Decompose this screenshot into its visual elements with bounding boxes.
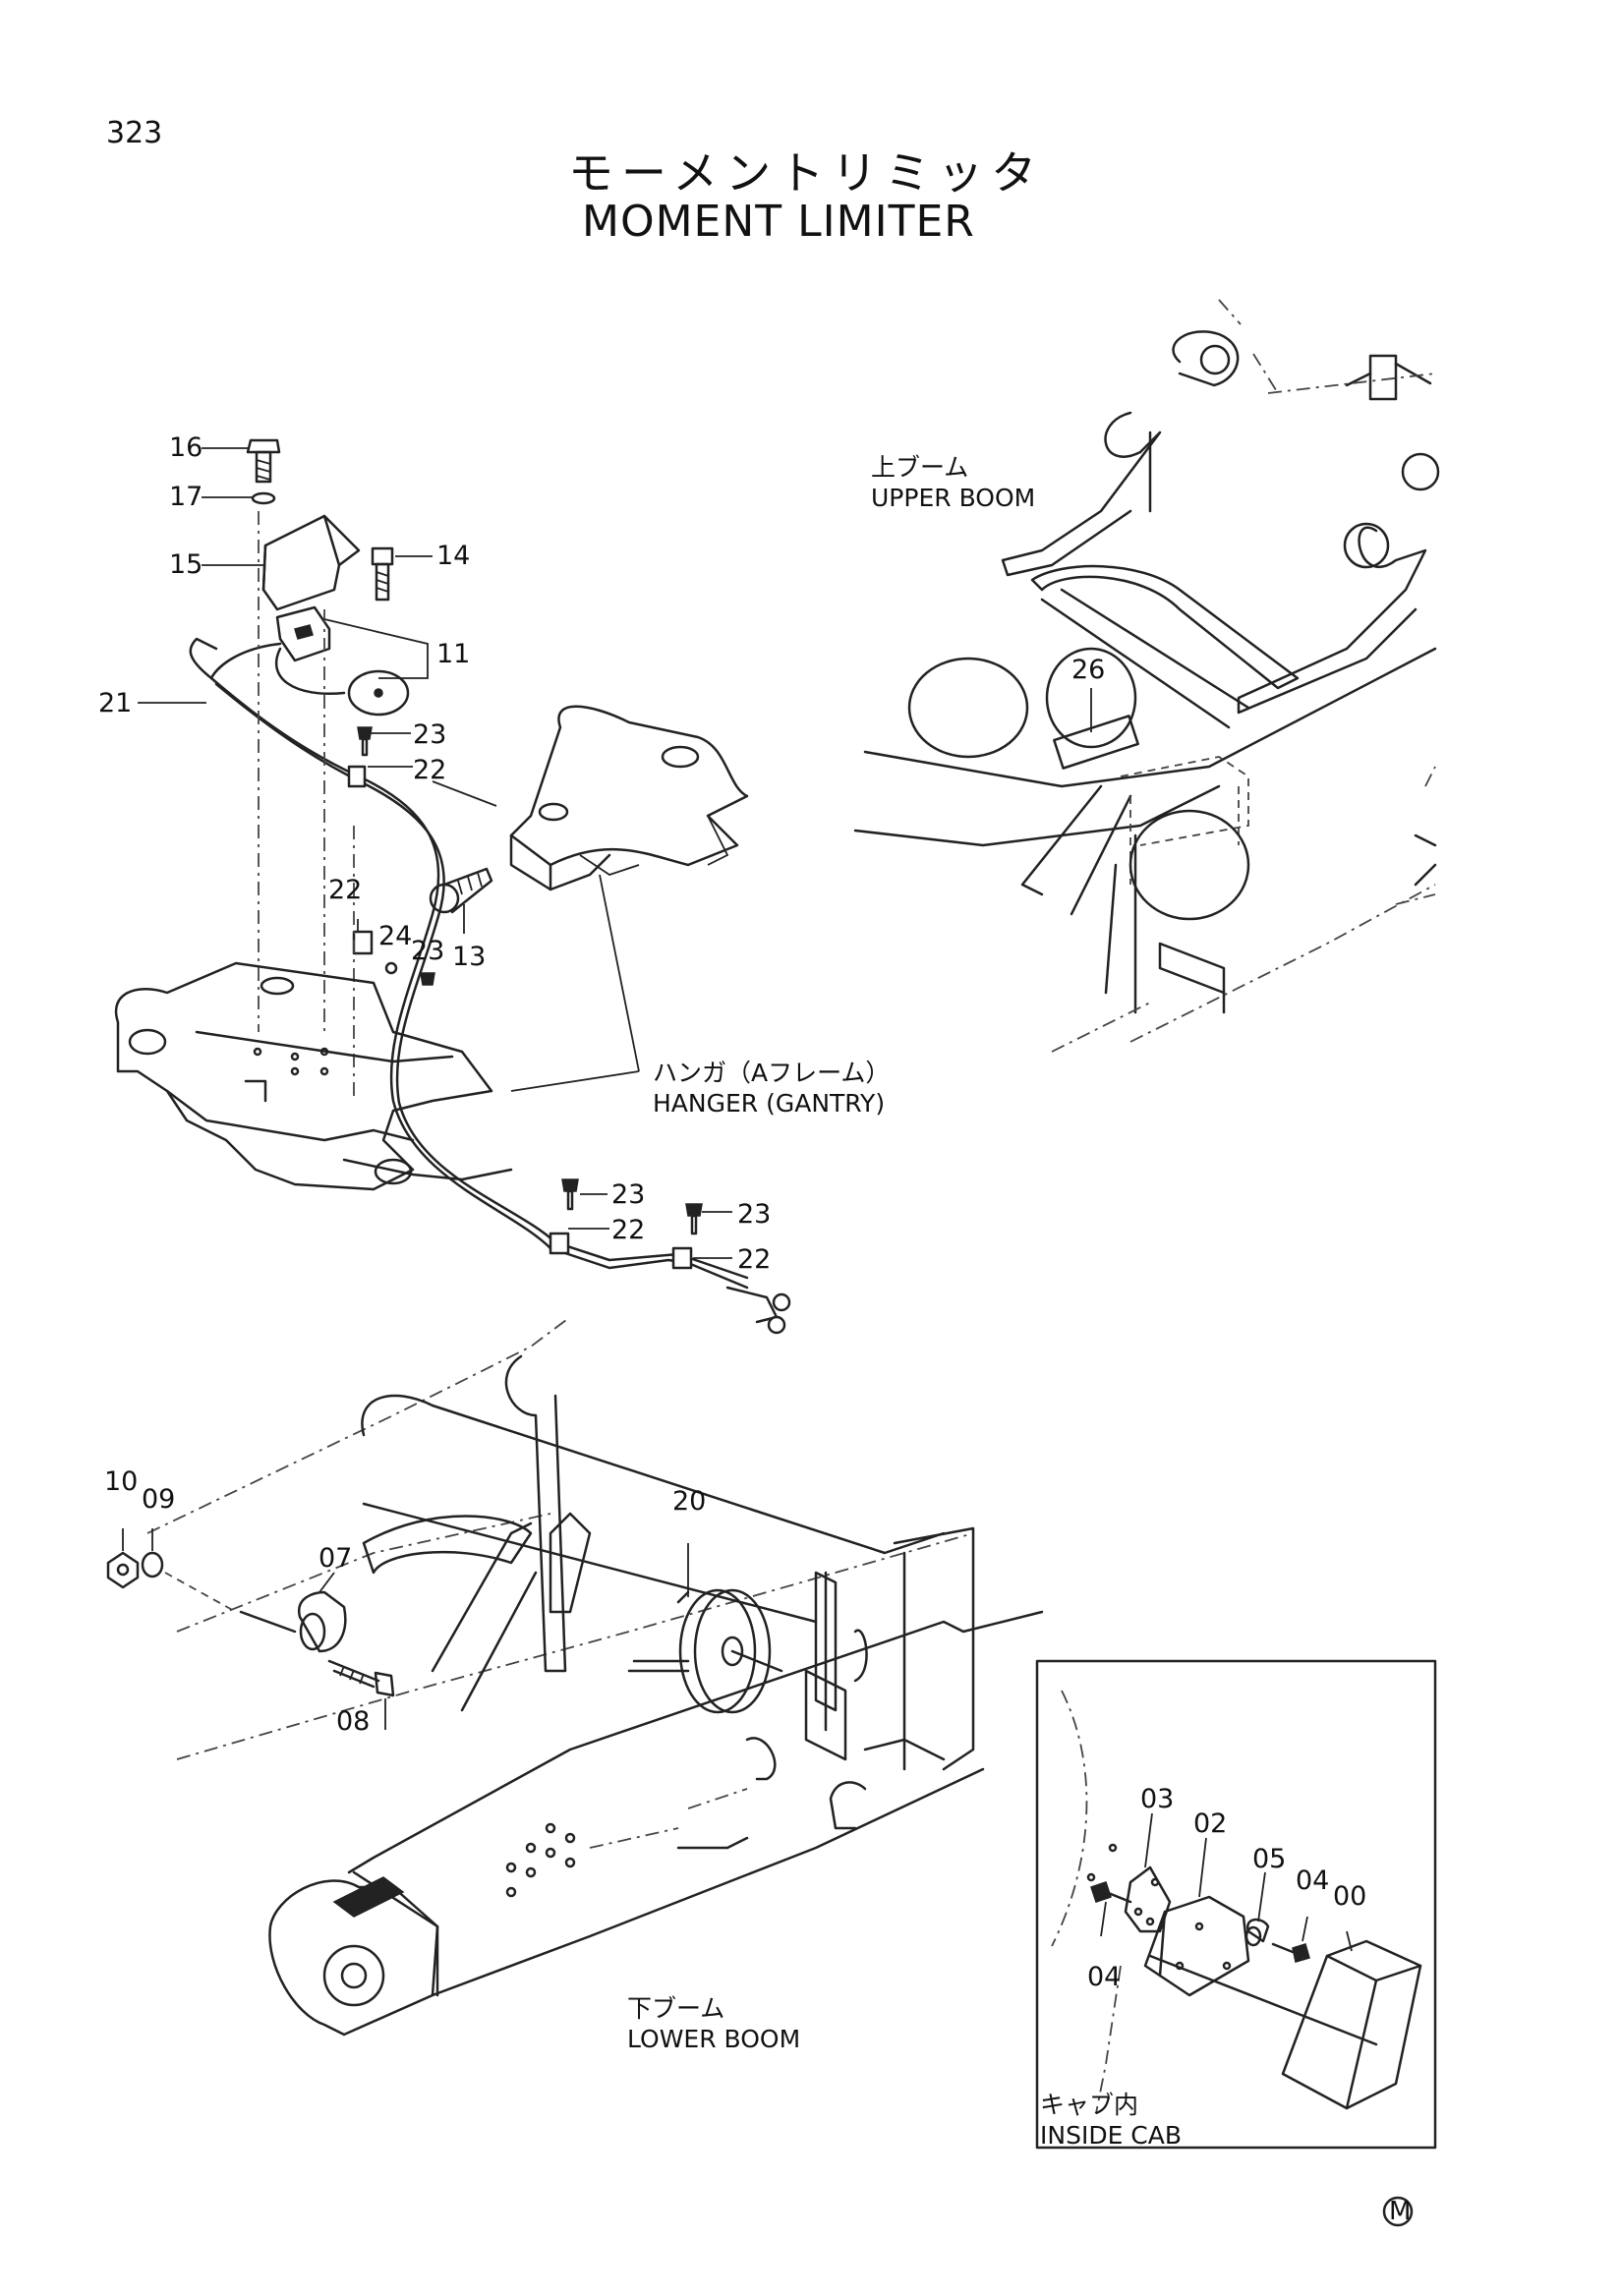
- hanger-label-jp: ハンガ（Aフレーム）: [653, 1059, 891, 1087]
- callout-03: 03: [1140, 1784, 1175, 1814]
- callout-00: 00: [1333, 1881, 1367, 1912]
- callout-07: 07: [318, 1543, 353, 1574]
- inside-cab-label-en: INSIDE CAB: [1040, 2121, 1183, 2150]
- callout-15: 15: [169, 549, 203, 580]
- upper-boom-label: 上ブーム UPPER BOOM: [871, 452, 1035, 513]
- callout-02: 02: [1193, 1808, 1228, 1839]
- callout-05: 05: [1252, 1844, 1287, 1874]
- inside-cab-label: キャブ内 INSIDE CAB: [1040, 2090, 1182, 2151]
- callout-22a: 22: [413, 755, 447, 785]
- callout-23a: 23: [413, 719, 447, 750]
- callout-22d: 22: [737, 1244, 772, 1275]
- lower-boom-label-en: LOWER BOOM: [627, 2025, 801, 2053]
- upper-boom-label-jp: 上ブーム: [871, 453, 969, 482]
- callout-08: 08: [336, 1706, 371, 1737]
- m-mark-circle: [1382, 2196, 1414, 2227]
- callout-24: 24: [378, 921, 413, 951]
- callout-26: 26: [1071, 655, 1106, 685]
- hanger-label: ハンガ（Aフレーム） HANGER (GANTRY): [653, 1058, 890, 1119]
- title-japanese: モーメントリミッタ: [568, 146, 1045, 200]
- callout-10: 10: [104, 1466, 139, 1497]
- callout-17: 17: [169, 482, 203, 512]
- callout-23d: 23: [737, 1199, 772, 1230]
- callout-22c: 22: [611, 1215, 646, 1245]
- callout-14: 14: [436, 541, 471, 571]
- callout-04a: 04: [1296, 1866, 1330, 1896]
- callout-23c: 23: [611, 1179, 646, 1210]
- callout-22b: 22: [328, 875, 363, 905]
- callout-21: 21: [98, 688, 133, 718]
- callout-13: 13: [452, 942, 487, 972]
- inside-cab-label-jp: キャブ内: [1040, 2091, 1139, 2119]
- callout-20: 20: [672, 1486, 707, 1517]
- callout-09: 09: [142, 1484, 176, 1515]
- title-english: MOMENT LIMITER: [582, 197, 975, 247]
- lower-boom-label: 下ブーム LOWER BOOM: [627, 1993, 800, 2054]
- lower-boom-drawing: [106, 1316, 1044, 2037]
- callout-23b: 23: [411, 936, 445, 966]
- callout-11: 11: [436, 639, 471, 669]
- hanger-drawing: [114, 438, 791, 1335]
- upper-boom-label-en: UPPER BOOM: [871, 484, 1036, 512]
- hanger-label-en: HANGER (GANTRY): [653, 1089, 886, 1118]
- page-number: 323: [106, 116, 163, 150]
- m-mark: M: [1389, 2197, 1412, 2226]
- callout-04b: 04: [1087, 1962, 1122, 1992]
- leader-lines: [122, 447, 1353, 1952]
- lower-boom-label-jp: 下ブーム: [627, 1994, 725, 2023]
- inside-cab-drawing: [1035, 1659, 1437, 2150]
- upper-boom-drawing: [853, 299, 1440, 1053]
- callout-16: 16: [169, 432, 203, 463]
